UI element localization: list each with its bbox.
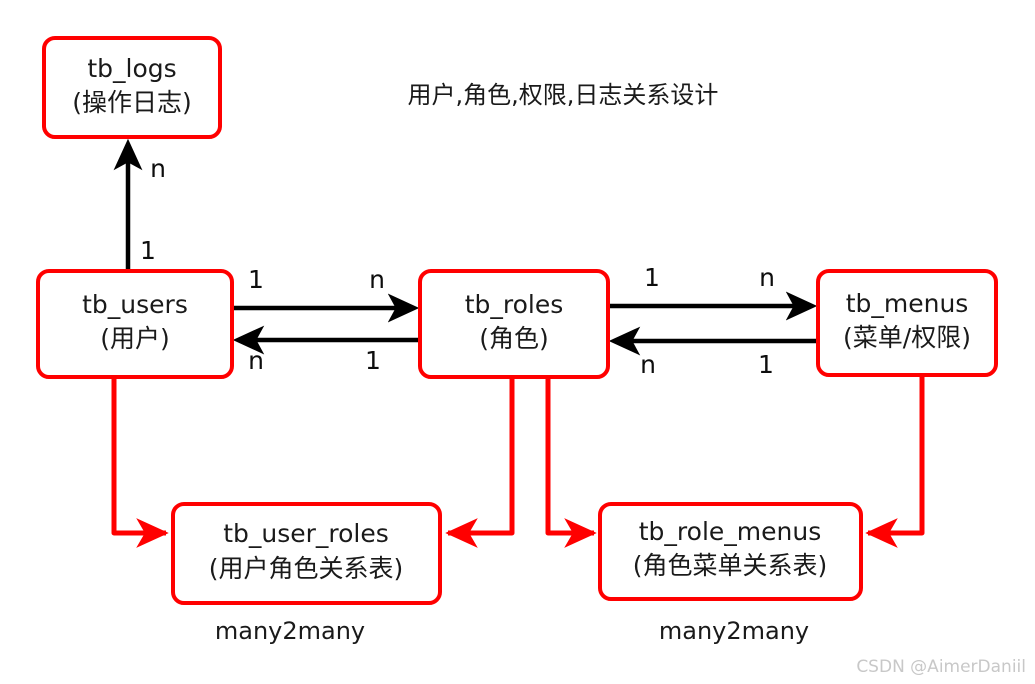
- cardinality-users-roles-1: 1: [248, 265, 264, 294]
- entity-tb-menus[interactable]: tb_menus (菜单/权限): [816, 269, 998, 377]
- entity-tb-logs-cn: (操作日志): [72, 88, 192, 117]
- entity-tb-user-roles-cn: (用户角色关系表): [209, 554, 404, 583]
- entity-tb-menus-name: tb_menus: [846, 289, 969, 318]
- cardinality-menus-roles-1: 1: [758, 350, 774, 379]
- entity-tb-user-roles-box: [171, 502, 442, 605]
- entity-tb-user-roles-name: tb_user_roles: [223, 519, 389, 548]
- entity-tb-roles-name: tb_roles: [465, 290, 564, 319]
- link-users-to-user-roles: [111, 377, 169, 548]
- note-user-roles-many2many: many2many: [215, 617, 365, 645]
- cardinality-menus-roles-n: n: [640, 350, 656, 379]
- cardinality-users-1-up: 1: [140, 236, 156, 265]
- entity-tb-role-menus-name: tb_role_menus: [639, 517, 821, 546]
- cardinality-logs-n: n: [150, 154, 166, 183]
- entity-tb-roles-cn: (角色): [479, 324, 549, 353]
- entity-tb-users[interactable]: tb_users (用户): [36, 269, 234, 379]
- entity-tb-logs-name: tb_logs: [87, 54, 176, 83]
- link-roles-to-user-roles: [445, 377, 515, 548]
- entity-tb-roles[interactable]: tb_roles (角色): [418, 269, 610, 379]
- cardinality-users-roles-n: n: [369, 265, 385, 294]
- entity-tb-users-box: [36, 269, 234, 379]
- entity-tb-logs-box: [42, 36, 222, 139]
- cardinality-roles-users-n: n: [248, 346, 264, 375]
- cardinality-roles-menus-n: n: [759, 263, 775, 292]
- note-role-menus-many2many: many2many: [659, 617, 809, 645]
- diagram-title: 用户,角色,权限,日志关系设计: [408, 81, 719, 109]
- entity-tb-roles-box: [418, 269, 610, 379]
- link-menus-to-role-menus: [865, 375, 925, 548]
- watermark-text: CSDN @AimerDaniil: [856, 657, 1026, 677]
- entity-tb-menus-box: [816, 269, 998, 377]
- cardinality-roles-menus-1: 1: [644, 263, 660, 292]
- entity-tb-users-name: tb_users: [82, 290, 188, 319]
- entity-tb-role-menus-box: [598, 502, 863, 601]
- cardinality-roles-users-1: 1: [365, 346, 381, 375]
- entity-tb-user-roles[interactable]: tb_user_roles (用户角色关系表): [171, 502, 442, 605]
- entity-tb-users-cn: (用户): [100, 324, 170, 353]
- entity-tb-logs[interactable]: tb_logs (操作日志): [42, 36, 222, 139]
- entity-tb-role-menus[interactable]: tb_role_menus (角色菜单关系表): [598, 502, 863, 601]
- link-roles-to-role-menus: [545, 377, 597, 548]
- entity-tb-role-menus-cn: (角色菜单关系表): [633, 551, 828, 580]
- entity-tb-menus-cn: (菜单/权限): [843, 323, 971, 352]
